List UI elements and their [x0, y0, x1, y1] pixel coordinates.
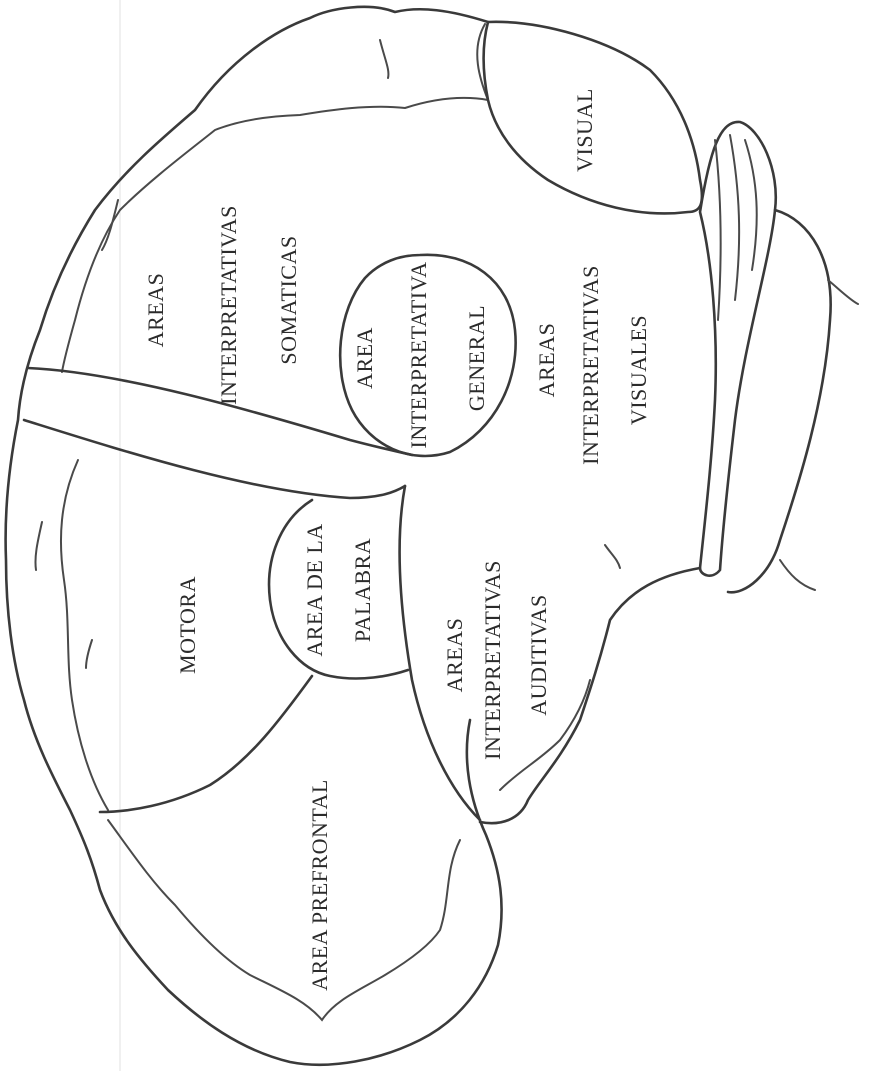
label-visual-interp-1: AREAS — [534, 323, 559, 398]
motor-prefrontal-boundary — [100, 676, 312, 812]
label-visual-interp-3: VISUALES — [626, 315, 651, 425]
label-prefrontal: AREA PREFRONTAL — [307, 779, 332, 991]
label-general-2: INTERPRETATIVA — [406, 262, 431, 449]
temporal-lobe-outline — [480, 568, 700, 823]
label-somatic-1: AREAS — [143, 273, 168, 348]
speech-area-boundary — [269, 500, 408, 678]
label-somatic-3: SOMATICAS — [276, 235, 301, 364]
label-auditiva-2: INTERPRETATIVAS — [480, 560, 505, 760]
label-auditiva-1: AREAS — [442, 618, 467, 693]
label-palabra-1: AREA DE LA — [302, 523, 327, 656]
central-band-lower — [24, 420, 405, 498]
label-general-1: AREA — [352, 327, 377, 389]
brain-outer-outline — [6, 7, 502, 1065]
label-motora: MOTORA — [175, 576, 200, 674]
label-palabra-2: PALABRA — [350, 538, 375, 642]
label-general-3: GENERAL — [464, 305, 489, 411]
brainstem-striations — [715, 135, 757, 320]
cerebellum-outline — [728, 210, 831, 592]
cortex-inner-bottom — [108, 820, 460, 1020]
cortex-inner-left — [61, 460, 108, 810]
gyri-marks — [35, 40, 620, 668]
label-somatic-2: INTERPRETATIVAS — [216, 205, 241, 405]
label-auditiva-3: AUDITIVAS — [526, 594, 551, 715]
label-visual: VISUAL — [572, 88, 597, 172]
cerebellum-tail — [780, 280, 858, 590]
label-visual-interp-2: INTERPRETATIVAS — [578, 265, 603, 465]
